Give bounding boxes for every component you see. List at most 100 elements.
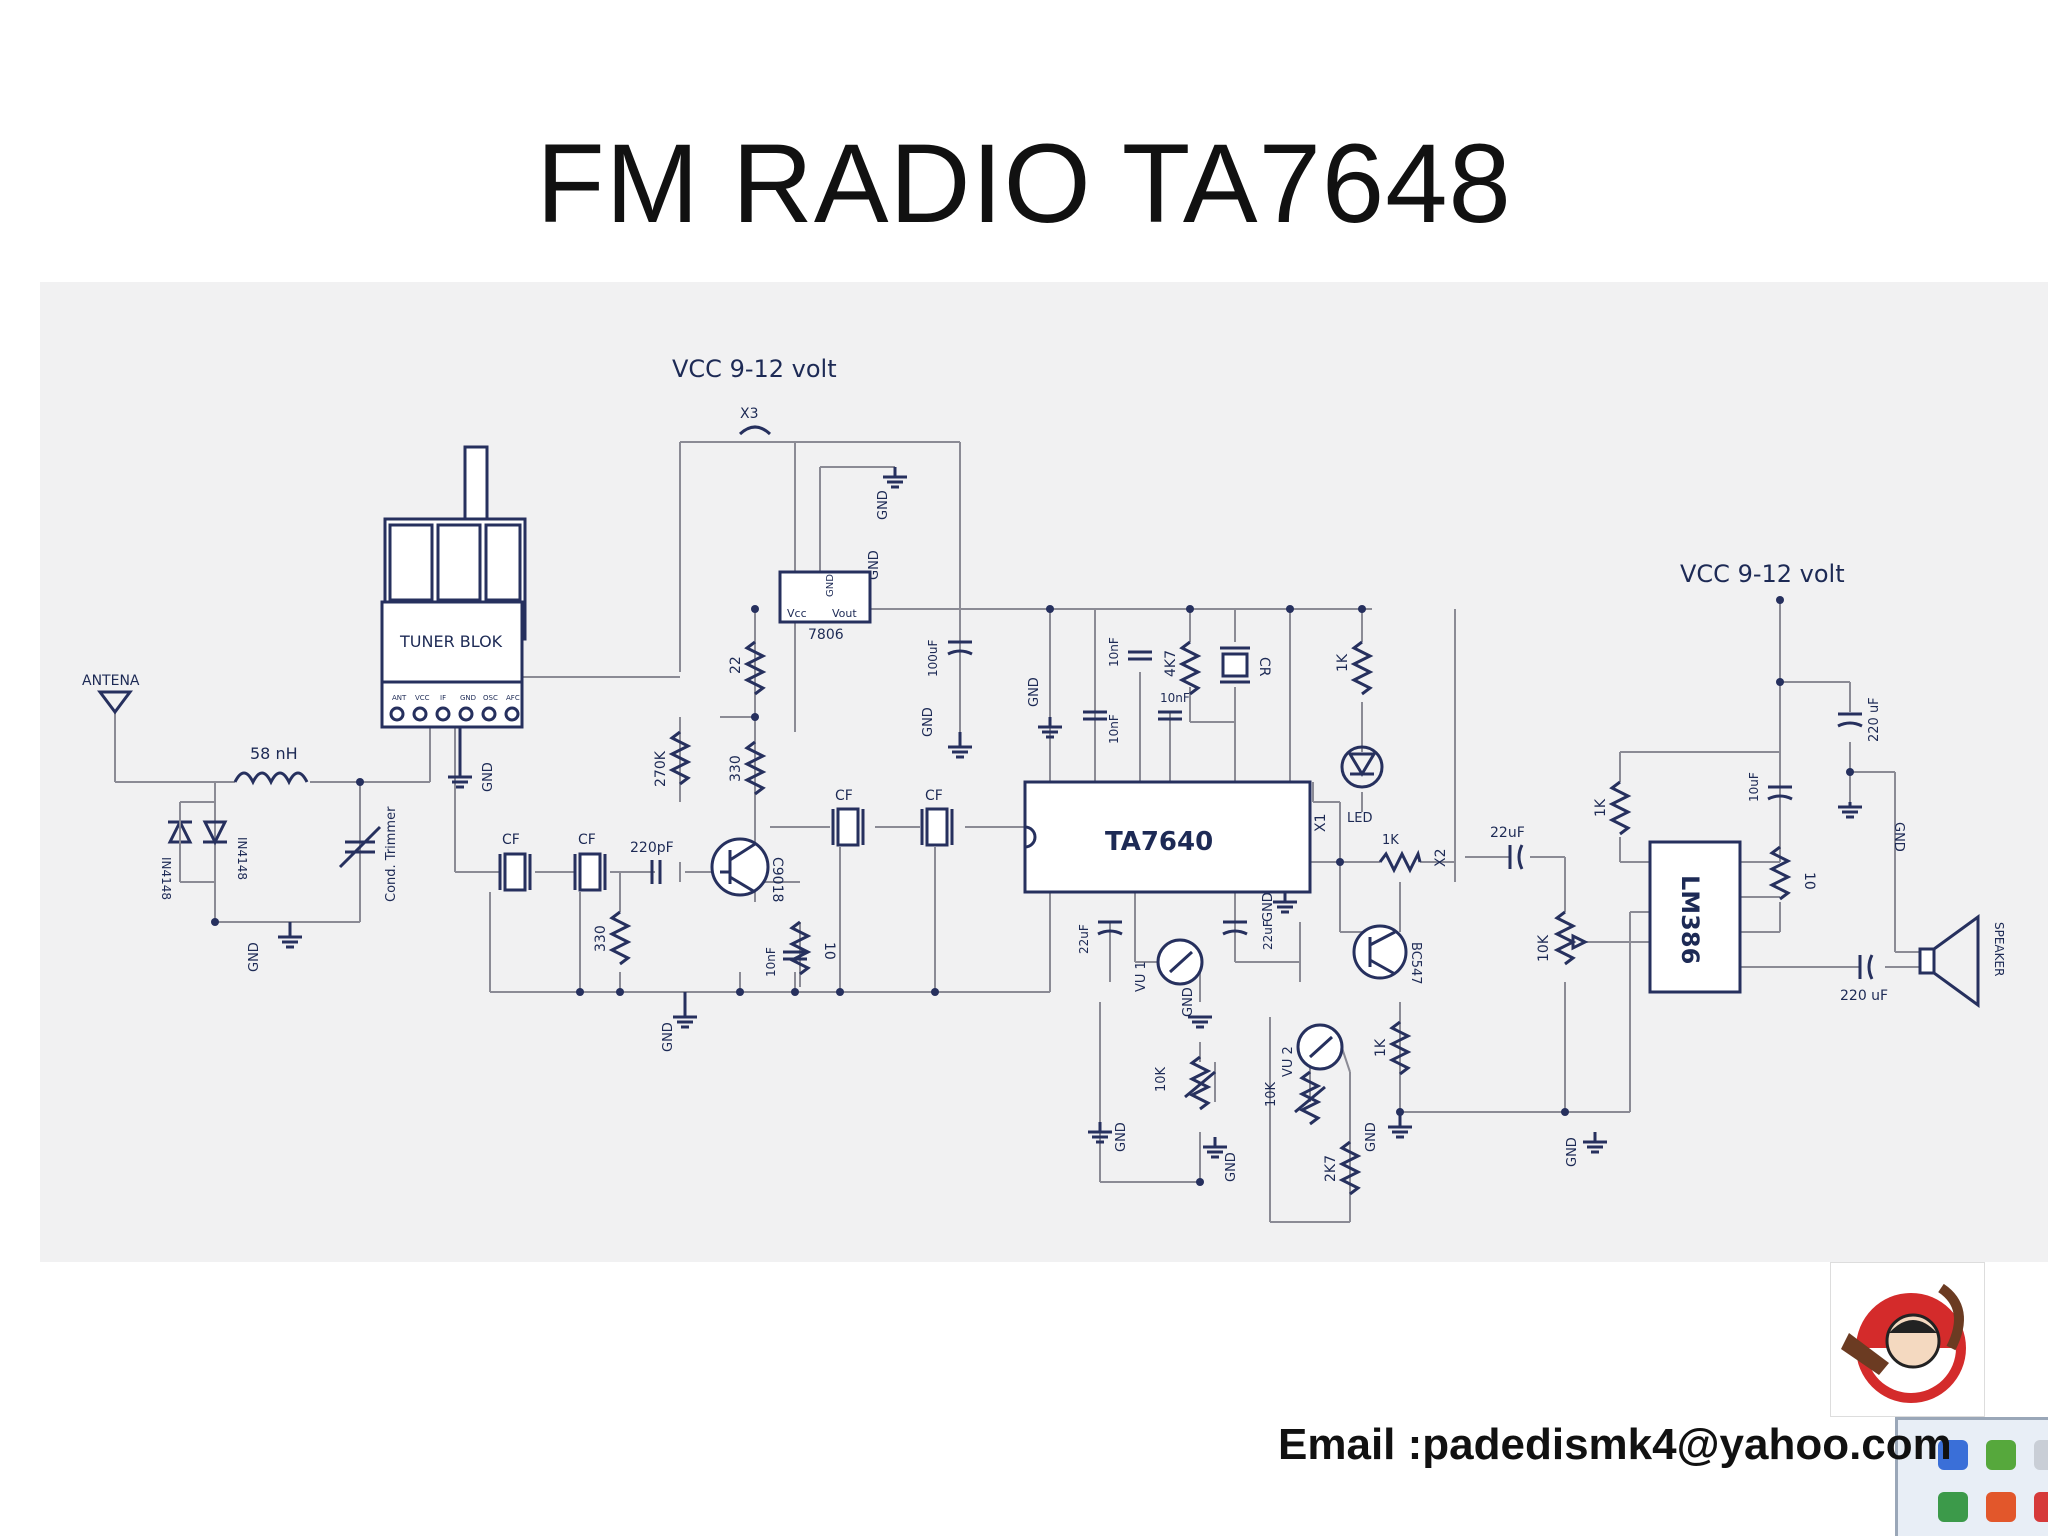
pot-10k-a-label: 10K <box>1154 1066 1169 1092</box>
capacitors-10nf <box>783 650 1182 961</box>
network-user-icon[interactable] <box>1938 1440 1968 1470</box>
trimmer-capacitor: Cond. Trimmer <box>338 806 399 902</box>
cap-220uf-b-label: 220 uF <box>1840 988 1888 1004</box>
capacitors-22uf <box>1097 844 1524 936</box>
reg-gnd-label: GND <box>825 574 836 597</box>
transistor-bc547: BC547 <box>1352 924 1423 985</box>
globe-network-icon[interactable] <box>1938 1492 1968 1522</box>
transistor-2-label: BC547 <box>1408 942 1423 985</box>
cap-10nf-c-label: 10nF <box>1107 714 1121 744</box>
tuner-block-label: TUNER BLOK <box>399 632 503 651</box>
reg-vout-label: Vout <box>832 607 857 620</box>
capacitor-220pf: 220pF <box>630 840 674 884</box>
gnd-label-10: GND <box>1224 1152 1239 1182</box>
res-10-b-label: 10 <box>1801 872 1817 890</box>
cap-220pf-label: 220pF <box>630 840 674 856</box>
author-logo <box>1830 1262 1985 1417</box>
vcc-amp-terminal <box>1776 596 1784 604</box>
cap-22uf-c-label: 22uF <box>1261 920 1275 950</box>
cap-10nf-b-label: 10nF <box>1107 637 1121 667</box>
ic-amp-label: LM386 <box>1676 875 1704 964</box>
connector-x3-label: X3 <box>740 406 759 422</box>
tuner-pin-gnd: GND <box>460 694 476 702</box>
tuner-pin-ant: ANT <box>392 694 407 702</box>
crystal-cr: CR <box>1220 646 1272 684</box>
led-label: LED <box>1347 811 1372 826</box>
speaker: SPEAKER <box>1918 914 2006 1008</box>
ceramic-filters <box>498 807 954 892</box>
reg-vcc-label: Vcc <box>787 607 807 620</box>
res-22-label: 22 <box>728 656 744 674</box>
cap-22uf-a-label: 22uF <box>1490 825 1525 841</box>
speaker-label: SPEAKER <box>1992 922 2006 976</box>
diode-1-label: IN4148 <box>159 857 173 900</box>
res-1k-d-label: 1K <box>1593 798 1609 817</box>
gnd-label-12: GND <box>1565 1137 1580 1167</box>
potentiometers <box>1184 910 1589 1126</box>
res-330-a-label: 330 <box>593 925 609 952</box>
res-1k-a-label: 1K <box>1335 653 1351 672</box>
gnd-label-8: GND <box>1181 987 1196 1017</box>
connector-x2-label: X2 <box>1433 849 1449 868</box>
cap-220uf-a-label: 220 uF <box>1867 697 1882 742</box>
transistor-1-label: C9018 <box>769 857 785 902</box>
vcc-label-main: VCC 9-12 volt <box>672 355 837 383</box>
logo-emblem-icon <box>1841 1283 1966 1403</box>
camera-record-icon[interactable] <box>2034 1492 2048 1522</box>
crystal-label: CR <box>1256 657 1272 677</box>
res-4k7-label: 4K7 <box>1163 650 1179 677</box>
vcc-label-amp: VCC 9-12 volt <box>1680 560 1845 588</box>
circuit-schematic: VCC 9-12 volt X3 VCC 9-12 volt TUNER BLO… <box>82 355 2006 1223</box>
regulator-label: 7806 <box>808 627 844 643</box>
gnd-label-4: GND <box>876 490 891 520</box>
ic-lm386: LM386 <box>1648 840 1742 994</box>
amp-capacitors <box>1767 712 1874 980</box>
usb-safe-remove-icon[interactable] <box>1986 1440 2016 1470</box>
vu-2-label: VU 2 <box>1281 1046 1296 1077</box>
cap-10uf-label: 10uF <box>1747 772 1761 802</box>
res-1k-c-label: 1K <box>1373 1038 1389 1057</box>
cap-10nf-a-label: 10nF <box>764 947 778 977</box>
gnd-label-2: GND <box>481 762 496 792</box>
junction-dots <box>211 605 1854 1186</box>
cf-4-label: CF <box>925 788 943 804</box>
inductor-58nh: 58 nH <box>233 744 309 786</box>
schematic-panel: VCC 9-12 volt X3 VCC 9-12 volt TUNER BLO… <box>40 282 2048 1536</box>
res-270k-label: 270K <box>653 750 669 787</box>
tuner-pin-if: IF <box>440 694 446 702</box>
antenna-label: ANTENA <box>82 673 140 689</box>
email-contact: Email :padedismk4@yahoo.com <box>1278 1420 1952 1469</box>
cf-3-label: CF <box>835 788 853 804</box>
res-330-b-label: 330 <box>728 755 744 782</box>
tuner-pin-vcc: VCC <box>415 694 430 702</box>
regulator-7806: GND Vcc Vout 7806 <box>778 570 872 643</box>
tuner-pin-osc: OSC <box>483 694 498 702</box>
ground-symbols <box>278 467 1862 1159</box>
gnd-label-13: GND <box>1891 822 1906 852</box>
gnd-label-9: GND <box>1114 1122 1129 1152</box>
trimmer-label: Cond. Trimmer <box>384 806 399 902</box>
cf-2-label: CF <box>578 832 596 848</box>
ic-main-label: TA7640 <box>1105 827 1213 857</box>
diode-2-label: IN4148 <box>235 837 249 880</box>
slide-title: FM RADIO TA7648 <box>536 121 1512 246</box>
volume-icon[interactable] <box>2034 1440 2048 1470</box>
diode-pair: IN4148 IN4148 <box>159 801 249 900</box>
res-10-a-label: 10 <box>821 942 837 960</box>
tuner-pin-afc: AFC <box>506 694 520 702</box>
pot-10k-c-label: 10K <box>1536 934 1552 962</box>
gnd-label-7: GND <box>1261 892 1276 922</box>
refresh-sync-icon[interactable] <box>1986 1492 2016 1522</box>
gnd-label-11: GND <box>1364 1122 1379 1152</box>
led: LED <box>1340 745 1384 826</box>
res-1k-b-label: 1K <box>1382 833 1399 848</box>
gnd-label-3: GND <box>661 1022 676 1052</box>
cap-22uf-b-label: 22uF <box>1077 924 1091 954</box>
inductor-label: 58 nH <box>250 744 298 763</box>
antenna-symbol: ANTENA <box>82 673 140 715</box>
pot-10k-b-label: 10K <box>1264 1081 1279 1107</box>
vu-meters <box>1156 938 1344 1071</box>
connector-x3 <box>738 425 772 436</box>
gnd-label-5: GND <box>921 707 936 737</box>
